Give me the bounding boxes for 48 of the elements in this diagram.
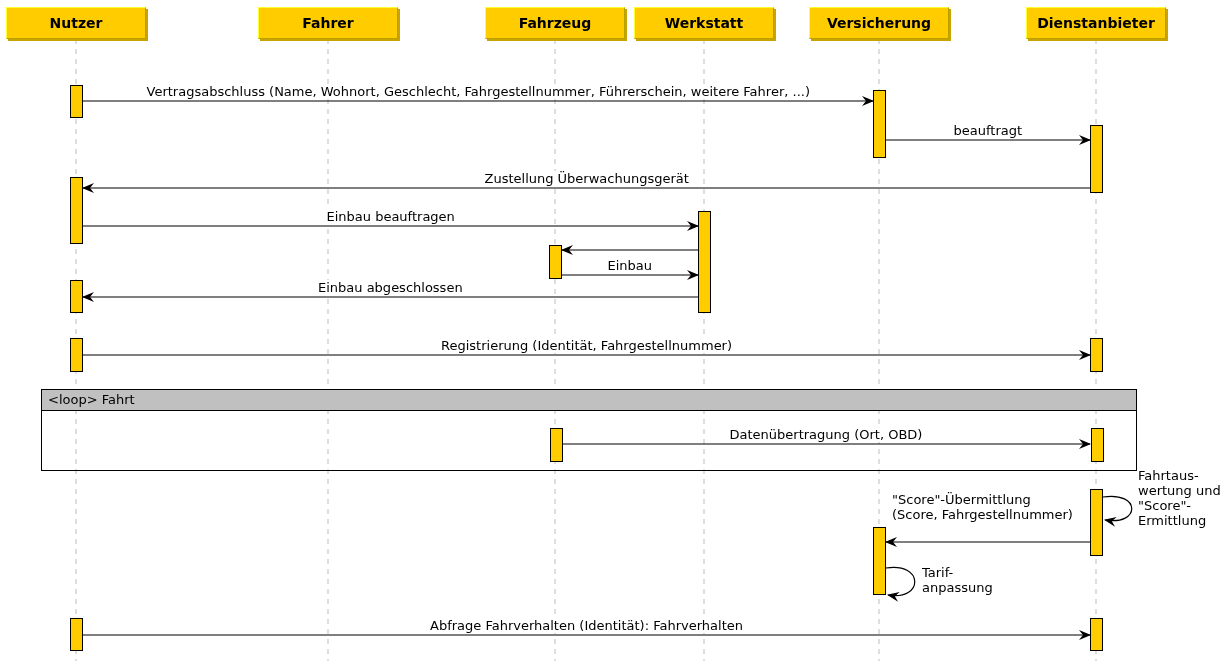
message-arrow (561, 439, 1091, 449)
message-arrow (885, 135, 1091, 145)
activation-bar (70, 280, 83, 313)
message-label: Einbau abgeschlossen (318, 280, 463, 295)
activation-bar (698, 211, 711, 313)
message-label: beauftragt (953, 123, 1023, 138)
message-label: Zustellung Überwachungsgerät (484, 171, 689, 186)
participant-box: Werkstatt (634, 7, 774, 39)
participant-box: Versicherung (809, 7, 949, 39)
message-label: Vertragsabschluss (Name, Wohnort, Geschlecht, Fahrgestellnummer, Führerschein, weitere Fahrer, ...) (146, 84, 810, 99)
activation-bar (550, 428, 563, 462)
message-label: Datenübertragung (Ort, OBD) (729, 427, 923, 442)
activation-bar (549, 245, 562, 279)
message-arrow (82, 96, 874, 106)
participant-box: Nutzer (6, 7, 146, 39)
activation-bar (70, 177, 83, 244)
message-label: Fahrtaus- wertung und "Score"- Ermittlung (1138, 468, 1222, 528)
activation-bar (873, 527, 886, 595)
message-label: Registrierung (Identität, Fahrgestellnummer) (441, 338, 733, 353)
message-label: Tarif- anpassung (922, 565, 994, 595)
message-arrow (82, 350, 1091, 360)
self-message-arrow (1102, 495, 1133, 526)
message-label: "Score"-Übermittlung (Score, Fahrgestellnummer) (892, 492, 1074, 522)
message-arrow (561, 245, 699, 255)
activation-bar (70, 85, 83, 118)
message-arrow (885, 537, 1091, 547)
activation-bar (70, 338, 83, 372)
participant-box: Fahrer (258, 7, 398, 39)
activation-bar (873, 90, 886, 158)
message-arrow (82, 221, 699, 231)
activation-bar (1091, 428, 1104, 462)
activation-bar (70, 618, 83, 651)
message-arrow (82, 630, 1091, 640)
frame-label: <loop> Fahrt (42, 390, 1136, 411)
message-arrow (82, 183, 1091, 193)
self-message-arrow (885, 566, 916, 601)
activation-bar (1090, 338, 1103, 372)
activation-bar (1090, 618, 1103, 651)
message-arrow (561, 270, 699, 280)
message-label: Einbau beauftragen (326, 209, 455, 224)
message-label: Einbau (607, 258, 653, 273)
loop-frame (41, 389, 1137, 471)
participant-box: Dienstanbieter (1026, 7, 1166, 39)
message-label: Abfrage Fahrverhalten (Identität): Fahrverhalten (430, 618, 743, 633)
activation-bar (1090, 489, 1103, 556)
message-arrow (82, 292, 699, 302)
activation-bar (1090, 125, 1103, 193)
participant-box: Fahrzeug (485, 7, 625, 39)
